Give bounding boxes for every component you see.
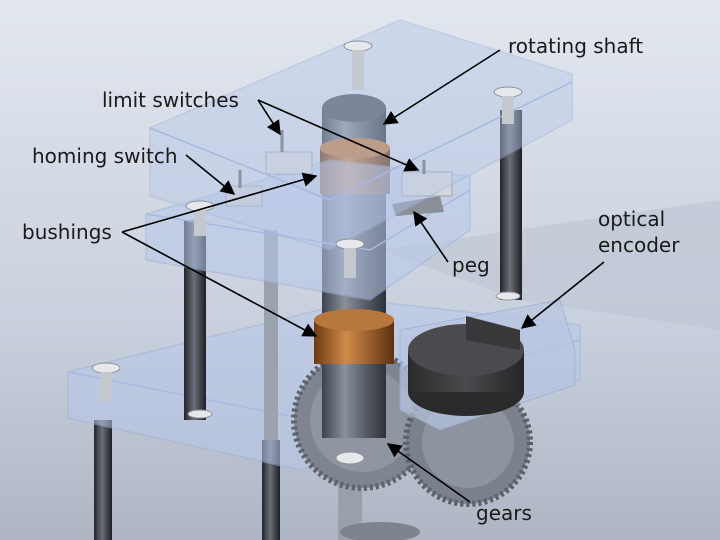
label-rotating-shaft: rotating shaft xyxy=(508,34,644,58)
label-optical-encoder-line1: optical xyxy=(598,207,666,231)
label-bushings: bushings xyxy=(22,220,112,244)
label-peg: peg xyxy=(452,253,490,277)
leader-optical-encoder xyxy=(520,261,605,329)
label-optical-encoder-line2: encoder xyxy=(598,233,680,257)
leader-limit-switch-2 xyxy=(257,99,420,172)
leader-homing-switch xyxy=(185,154,236,195)
background-bench xyxy=(380,200,720,330)
leader-bushing-1 xyxy=(121,172,318,233)
leader-limit-switch-1 xyxy=(257,99,281,136)
label-homing-switch: homing switch xyxy=(32,144,178,168)
optical-encoder xyxy=(399,299,576,431)
leader-gears xyxy=(386,443,471,503)
leader-bushing-2 xyxy=(121,231,318,337)
screws xyxy=(91,40,523,465)
leader-rotating-shaft xyxy=(382,49,501,125)
top-plate xyxy=(149,19,573,251)
label-optical-encoder: optical encoder xyxy=(598,206,679,258)
label-gears: gears xyxy=(476,501,532,525)
leader-lines xyxy=(121,49,605,503)
label-limit-switches: limit switches xyxy=(102,88,239,112)
leader-peg xyxy=(413,210,449,263)
